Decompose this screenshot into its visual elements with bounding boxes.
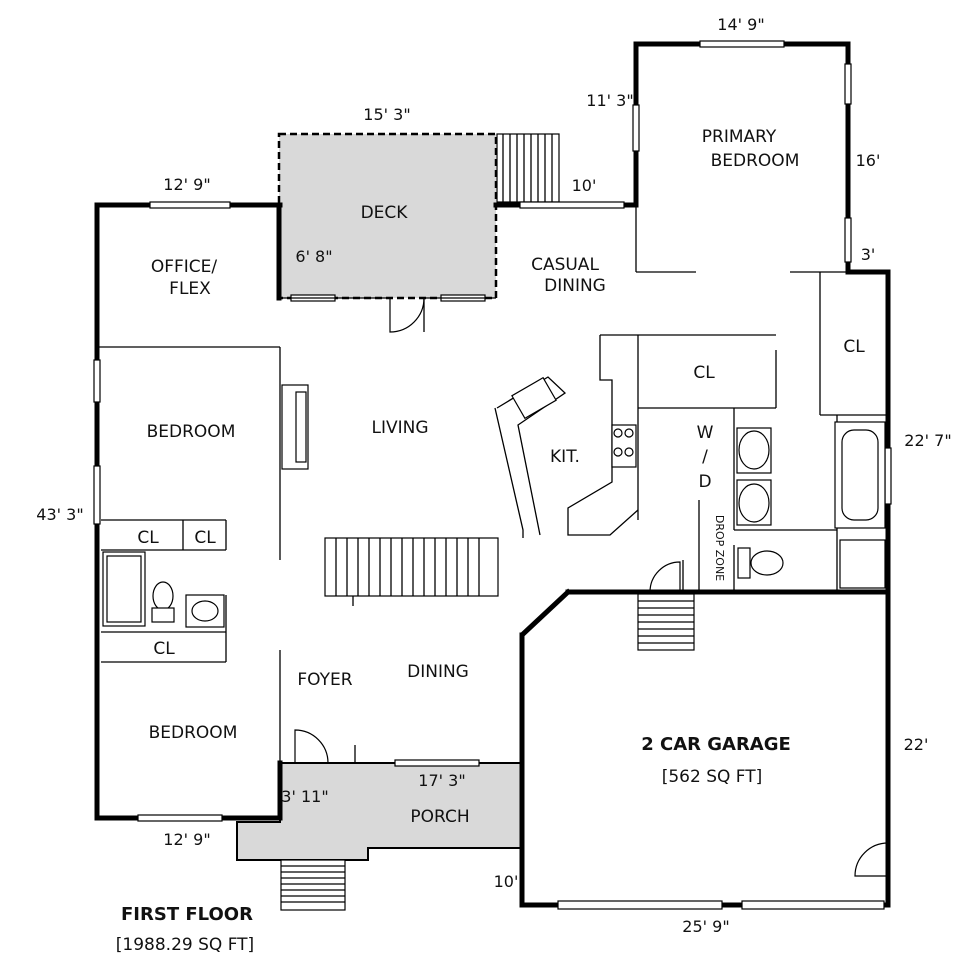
deck-label: DECK	[361, 203, 409, 223]
primary-bedroom-label-line2: BEDROOM	[711, 151, 800, 171]
closet-1-label: CL	[137, 528, 159, 548]
garage-label: 2 CAR GARAGE	[641, 734, 791, 755]
dim-deck-left: 6' 8"	[295, 247, 332, 266]
dim-office-top: 12' 9"	[163, 175, 210, 194]
dim-primary-top: 14' 9"	[717, 15, 764, 34]
room-labels: PRIMARY BEDROOM DECK CASUAL DINING OFFIC…	[137, 127, 865, 827]
washer-dryer-label-w: W	[697, 423, 714, 443]
bath-fixtures	[102, 421, 886, 628]
garage-area-label: [562 SQ FT]	[662, 767, 763, 787]
living-label: LIVING	[371, 418, 428, 438]
foyer-label: FOYER	[297, 670, 352, 690]
porch-label: PORCH	[410, 807, 469, 827]
closet-3-label: CL	[153, 639, 175, 659]
closet-2-label: CL	[194, 528, 216, 548]
dim-porch-top: 17' 3"	[418, 771, 465, 790]
floor-area: [1988.29 SQ FT]	[116, 935, 254, 955]
dim-garage-bottom: 25' 9"	[682, 917, 729, 936]
dim-primary-left: 11' 3"	[586, 91, 633, 110]
plan-footer: FIRST FLOOR [1988.29 SQ FT]	[116, 904, 254, 955]
dim-casual-top: 10'	[572, 176, 597, 195]
main-stairs	[324, 537, 499, 606]
casual-dining-label-line1: CASUAL	[531, 255, 599, 275]
office-flex-label-line1: OFFICE/	[151, 257, 218, 277]
deck-area	[277, 132, 498, 300]
dim-garage-left: 10'	[494, 872, 519, 891]
dim-hall-right: 3'	[861, 245, 876, 264]
dim-porch-left: 3' 11"	[281, 787, 328, 806]
drop-zone-label: DROP ZONE	[713, 515, 726, 581]
dining-label: DINING	[407, 662, 469, 682]
closet-mid-label: CL	[693, 363, 715, 383]
fireplace	[281, 384, 309, 470]
dim-bedroom-bottom: 12' 9"	[163, 830, 210, 849]
garage-stairs	[637, 593, 695, 651]
deck-stairs	[496, 133, 560, 203]
windows	[93, 40, 892, 910]
dim-primary-right: 16'	[856, 151, 881, 170]
bedroom-1-label: BEDROOM	[147, 422, 236, 442]
kitchen-label: KIT.	[550, 447, 580, 467]
bedroom-2-label: BEDROOM	[149, 723, 238, 743]
dimension-labels: 14' 9" 11' 3" 16' 15' 3" 12' 9" 10' 3' 6…	[36, 15, 951, 936]
dim-deck-top: 15' 3"	[363, 105, 410, 124]
washer-dryer-label-slash: /	[702, 447, 708, 467]
doors	[294, 297, 889, 877]
dim-garage-right: 22'	[904, 735, 929, 754]
office-flex-label-line2: FLEX	[169, 279, 211, 299]
floor-title: FIRST FLOOR	[121, 904, 253, 925]
washer-dryer-label-d: D	[698, 472, 711, 492]
closet-primary-label: CL	[843, 337, 865, 357]
dim-overall-left: 43' 3"	[36, 505, 83, 524]
porch-stairs	[280, 859, 346, 911]
primary-bedroom-label-line1: PRIMARY	[702, 127, 777, 147]
casual-dining-label-line2: DINING	[544, 276, 606, 296]
interior-walls	[97, 205, 888, 764]
kitchen-counters	[494, 334, 639, 538]
dim-bath-right: 22' 7"	[904, 431, 951, 450]
